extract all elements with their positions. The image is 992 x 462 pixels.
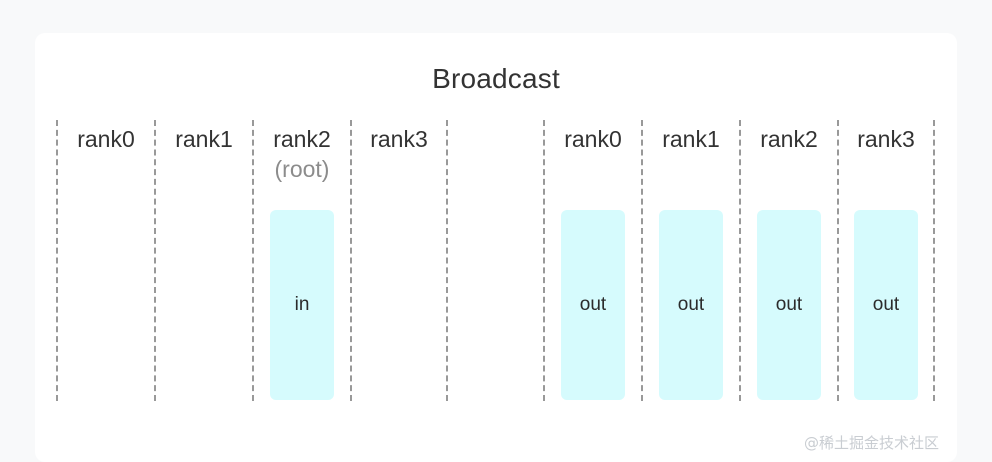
rank-label: rank1 (662, 126, 720, 152)
diagram-card: Broadcast rank0 rank1 rank2 (root) (35, 33, 957, 462)
rank-column-output-1: rank1 out (641, 120, 739, 401)
rank-group-output: rank0 out rank1 out rank2 out (543, 120, 935, 401)
rank-column-input-0: rank0 (56, 120, 154, 401)
rank-column-input-2: rank2 (root) in (252, 120, 350, 401)
data-box-label: out (872, 294, 900, 315)
page-title: Broadcast (432, 63, 560, 94)
rank-sublabel: (root) (274, 156, 330, 182)
rank-label: rank0 (77, 126, 135, 152)
rank-group-input: rank0 rank1 rank2 (root) in (56, 120, 448, 401)
watermark: @稀土掘金技术社区 (803, 434, 939, 452)
data-box: out (561, 210, 625, 400)
data-box: out (659, 210, 723, 400)
rank-column-output-2: rank2 out (739, 120, 837, 401)
rank-label: rank3 (370, 126, 428, 152)
rank-label: rank0 (564, 126, 622, 152)
rank-column-input-3: rank3 (350, 120, 448, 401)
rank-label: rank3 (857, 126, 915, 152)
data-box: in (270, 210, 334, 400)
rank-label: rank2 (760, 126, 818, 152)
data-box-label: out (579, 294, 607, 315)
rank-column-output-0: rank0 out (543, 120, 641, 401)
rank-label: rank1 (175, 126, 233, 152)
rank-column-input-1: rank1 (154, 120, 252, 401)
rank-column-output-3: rank3 out (837, 120, 935, 401)
rank-label: rank2 (273, 126, 331, 152)
data-box-label: in (294, 294, 310, 315)
data-box: out (854, 210, 918, 400)
data-box: out (757, 210, 821, 400)
data-box-label: out (775, 294, 803, 315)
data-box-label: out (677, 294, 705, 315)
